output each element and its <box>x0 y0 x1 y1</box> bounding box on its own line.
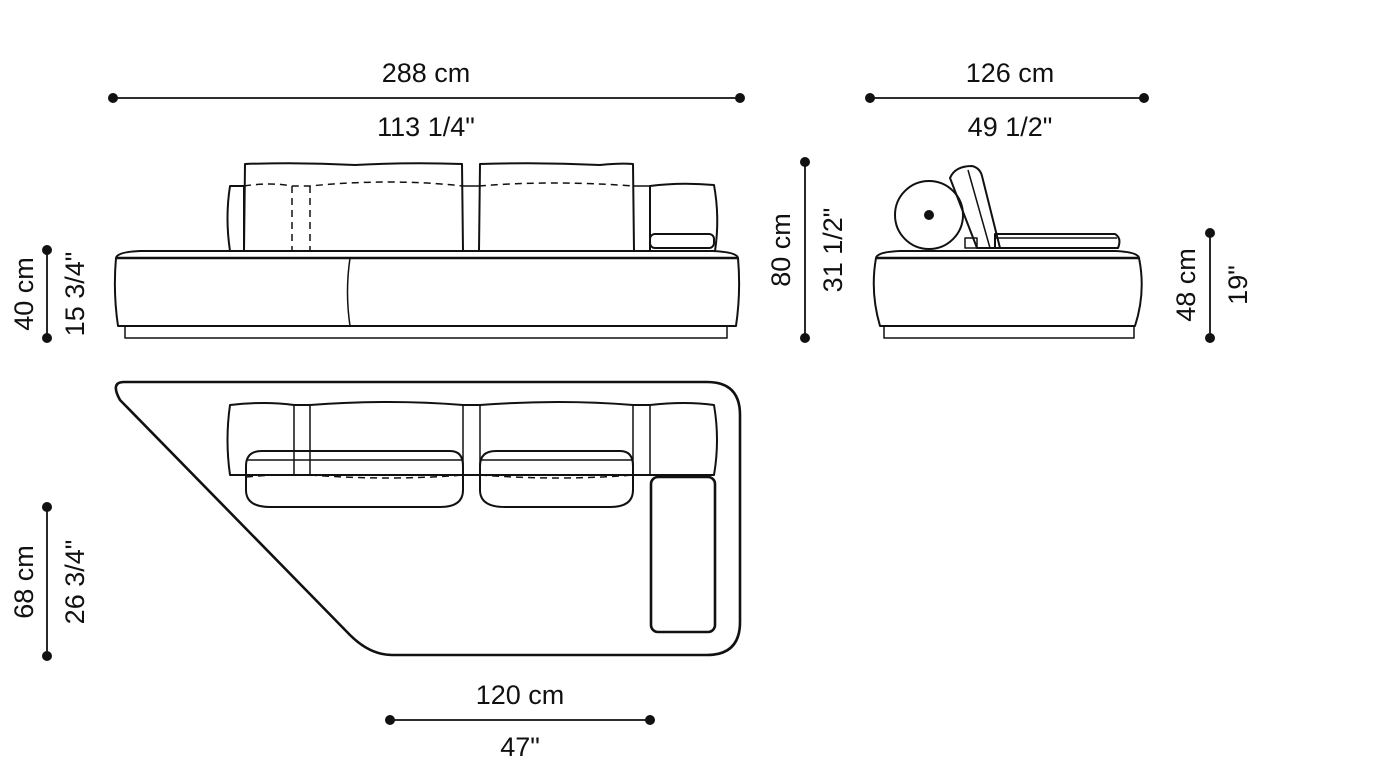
front-elevation-view <box>113 162 741 339</box>
dimension-overall-width: 288 cm 113 1/4" <box>108 58 745 142</box>
dimension-endpoint-dot <box>42 333 52 343</box>
left-bolster <box>226 185 245 252</box>
chaise-cushion-plan <box>649 475 717 634</box>
back-cushion-left-plan <box>245 450 464 508</box>
bolster-roll <box>894 180 964 250</box>
dimension-bottom-width: 120 cm 47" <box>385 680 655 762</box>
dimension-endpoint-dot <box>1205 228 1215 238</box>
dimension-overall-height: 80 cm 31 1/2" <box>766 157 848 343</box>
bottom-width-metric-label: 120 cm <box>476 680 565 710</box>
overall-width-metric-label: 288 cm <box>382 58 471 88</box>
bolster-center-dot <box>924 210 934 220</box>
back-cushion-left <box>243 162 464 252</box>
right-bolster <box>649 182 719 252</box>
chaise-cushion-end <box>649 233 715 249</box>
bottom-width-imperial-label: 47" <box>500 732 540 762</box>
seat-module-seam <box>346 257 351 327</box>
side-seat-height-imperial-label: 19" <box>1223 265 1253 305</box>
dimension-endpoint-dot <box>385 715 395 725</box>
dimension-endpoint-dot <box>865 93 875 103</box>
overall-width-imperial-label: 113 1/4" <box>377 112 475 142</box>
dimension-endpoint-dot <box>108 93 118 103</box>
dimension-seat-height: 40 cm 15 3/4" <box>9 245 90 343</box>
dimension-endpoint-dot <box>735 93 745 103</box>
base-plinth <box>883 325 1135 339</box>
backrest-cushion <box>949 165 1001 249</box>
hidden-bolster-edge <box>245 474 634 479</box>
hidden-bolster-outline <box>243 181 464 187</box>
dimension-endpoint-dot <box>42 651 52 661</box>
dimension-endpoint-dot <box>800 333 810 343</box>
backrest-support <box>964 237 978 249</box>
angled-depth-imperial-label: 26 3/4" <box>60 540 90 625</box>
hidden-bolster-outline <box>478 182 635 187</box>
overall-height-imperial-label: 31 1/2" <box>818 208 848 293</box>
angled-depth-metric-label: 68 cm <box>9 545 39 619</box>
seat-base <box>113 250 741 327</box>
dimension-depth: 126 cm 49 1/2" <box>865 58 1149 142</box>
side-seat-height-metric-label: 48 cm <box>1171 248 1201 322</box>
dimension-endpoint-dot <box>42 245 52 255</box>
backrest-edge <box>967 169 991 249</box>
dimension-endpoint-dot <box>1205 333 1215 343</box>
dimension-side-seat-height: 48 cm 19" <box>1171 228 1253 343</box>
dimension-endpoint-dot <box>42 502 52 512</box>
platform-outline <box>114 380 742 657</box>
seat-base <box>872 250 1143 327</box>
back-cushion-right <box>478 162 635 252</box>
depth-metric-label: 126 cm <box>966 58 1055 88</box>
seat-height-metric-label: 40 cm <box>9 257 39 331</box>
back-cushion-right-plan <box>479 450 634 508</box>
top-plan-view <box>114 380 742 657</box>
dimension-angled-depth: 68 cm 26 3/4" <box>9 502 90 661</box>
seat-cushion <box>994 233 1121 249</box>
dimension-endpoint-dot <box>800 157 810 167</box>
overall-height-metric-label: 80 cm <box>766 213 796 287</box>
dimension-endpoint-dot <box>1139 93 1149 103</box>
dimension-endpoint-dot <box>645 715 655 725</box>
seat-height-imperial-label: 15 3/4" <box>60 252 90 337</box>
back-bolster-row <box>226 401 718 476</box>
base-plinth <box>124 325 728 339</box>
side-elevation-view <box>872 165 1143 339</box>
depth-imperial-label: 49 1/2" <box>968 112 1053 142</box>
